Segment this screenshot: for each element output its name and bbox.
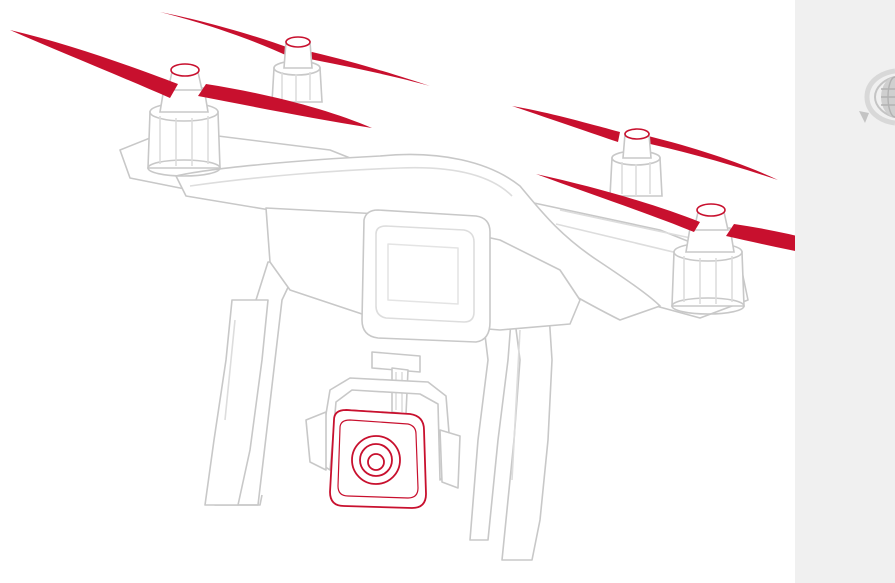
blade	[512, 106, 620, 142]
gimbal-camera	[330, 410, 426, 508]
blade	[10, 30, 178, 98]
right-leg-inner	[470, 308, 512, 540]
camera-lens-core	[368, 454, 384, 470]
blade	[305, 52, 430, 86]
blade	[160, 12, 295, 58]
viewer-side-panel	[795, 0, 895, 583]
rotate-360-button[interactable]	[855, 63, 895, 129]
rotate-360-icon	[855, 63, 895, 129]
